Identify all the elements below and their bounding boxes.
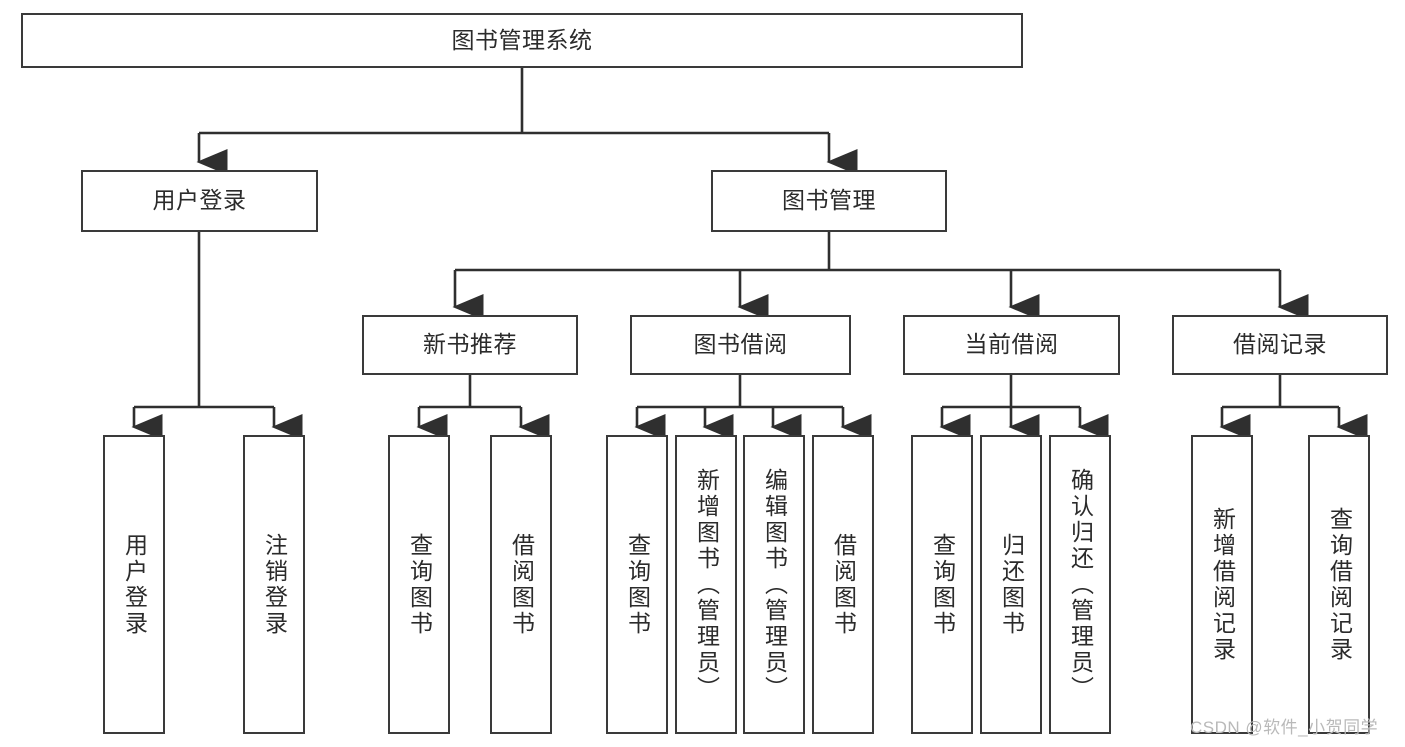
node-root-label: 图书管理系统 bbox=[451, 26, 593, 53]
node-book-borrow-label: 图书借阅 bbox=[693, 331, 788, 358]
watermark: CSDN @软件_小贺同学 bbox=[1190, 718, 1379, 737]
leaf-borrow-edit-book[interactable]: 编辑图书（管理员） bbox=[743, 435, 805, 734]
node-user-login-label: 用户登录 bbox=[152, 187, 247, 214]
node-book-management[interactable]: 图书管理 bbox=[711, 170, 947, 232]
node-borrow-record-label: 借阅记录 bbox=[1233, 331, 1327, 358]
leaf-user-login-signin[interactable]: 用户登录 bbox=[103, 435, 165, 734]
node-root[interactable]: 图书管理系统 bbox=[21, 13, 1023, 68]
node-current-borrow[interactable]: 当前借阅 bbox=[903, 315, 1120, 375]
node-user-login[interactable]: 用户登录 bbox=[81, 170, 318, 232]
node-borrow-record[interactable]: 借阅记录 bbox=[1172, 315, 1388, 375]
leaf-record-add-record[interactable]: 新增借阅记录 bbox=[1191, 435, 1253, 734]
leaf-current-confirm-return[interactable]: 确认归还（管理员） bbox=[1049, 435, 1111, 734]
leaf-borrow-query-book-label: 查询图书 bbox=[624, 532, 651, 637]
leaf-current-confirm-return-label: 确认归还（管理员） bbox=[1067, 467, 1094, 702]
leaf-current-return-book-label: 归还图书 bbox=[998, 532, 1025, 637]
leaf-current-query-book[interactable]: 查询图书 bbox=[911, 435, 973, 734]
leaf-current-query-book-label: 查询图书 bbox=[929, 532, 956, 637]
leaf-borrow-borrow-book-label: 借阅图书 bbox=[830, 532, 857, 637]
leaf-user-login-signout-label: 注销登录 bbox=[261, 532, 288, 637]
leaf-record-query-record-label: 查询借阅记录 bbox=[1326, 506, 1353, 663]
node-new-book-recommend[interactable]: 新书推荐 bbox=[362, 315, 578, 375]
leaf-recommend-borrow-book-label: 借阅图书 bbox=[508, 532, 535, 637]
leaf-borrow-add-book-label: 新增图书（管理员） bbox=[693, 467, 720, 702]
leaf-borrow-borrow-book[interactable]: 借阅图书 bbox=[812, 435, 874, 734]
leaf-user-login-signin-label: 用户登录 bbox=[121, 532, 148, 637]
leaf-borrow-edit-book-label: 编辑图书（管理员） bbox=[761, 467, 788, 702]
leaf-current-return-book[interactable]: 归还图书 bbox=[980, 435, 1042, 734]
leaf-record-query-record[interactable]: 查询借阅记录 bbox=[1308, 435, 1370, 734]
node-book-management-label: 图书管理 bbox=[782, 187, 876, 214]
node-book-borrow[interactable]: 图书借阅 bbox=[630, 315, 851, 375]
leaf-recommend-query-book-label: 查询图书 bbox=[406, 532, 433, 637]
leaf-borrow-add-book[interactable]: 新增图书（管理员） bbox=[675, 435, 737, 734]
leaf-record-add-record-label: 新增借阅记录 bbox=[1209, 506, 1236, 663]
leaf-borrow-query-book[interactable]: 查询图书 bbox=[606, 435, 668, 734]
leaf-recommend-query-book[interactable]: 查询图书 bbox=[388, 435, 450, 734]
node-new-book-recommend-label: 新书推荐 bbox=[423, 331, 517, 358]
node-current-borrow-label: 当前借阅 bbox=[964, 331, 1059, 358]
leaf-user-login-signout[interactable]: 注销登录 bbox=[243, 435, 305, 734]
leaf-recommend-borrow-book[interactable]: 借阅图书 bbox=[490, 435, 552, 734]
